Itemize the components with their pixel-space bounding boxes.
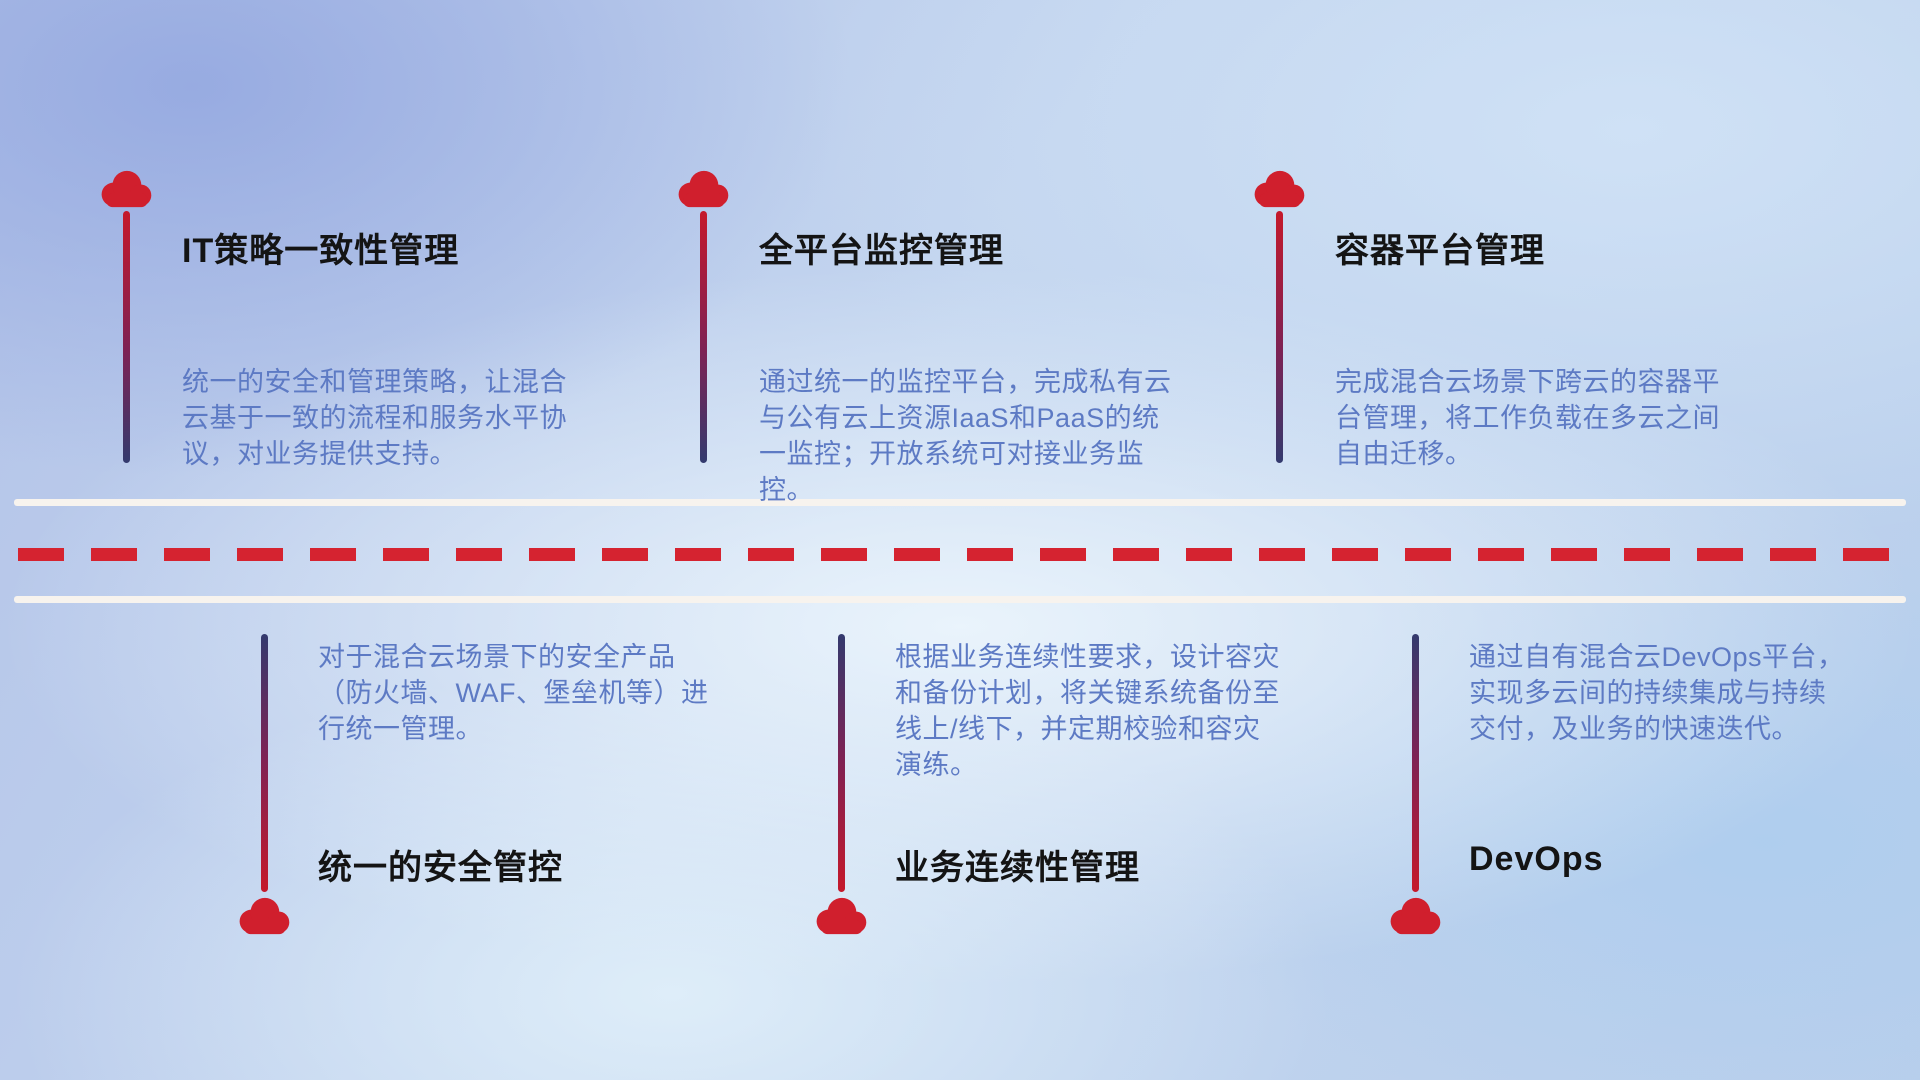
connector-stem xyxy=(261,634,268,892)
feature-description: 通过自有混合云DevOps平台，实现多云间的持续集成与持续交付，及业务的快速迭代… xyxy=(1469,642,1845,744)
feature-description: 完成混合云场景下跨云的容器平台管理，将工作负载在多云之间自由迁移。 xyxy=(1335,367,1720,469)
feature-title: 业务连续性管理 xyxy=(895,849,1140,887)
connector-stem xyxy=(1412,634,1419,892)
feature-description: 根据业务连续性要求，设计容灾和备份计划，将关键系统备份至线上/线下，并定期校验和… xyxy=(895,642,1280,780)
feature-title: DevOps xyxy=(1469,840,1604,878)
feature-description: 统一的安全和管理策略，让混合云基于一致的流程和服务水平协议，对业务提供支持。 xyxy=(182,367,567,469)
connector-stem xyxy=(123,211,130,463)
road-dashed-divider xyxy=(18,548,1906,561)
feature-title: 统一的安全管控 xyxy=(318,849,563,887)
road-top-line xyxy=(14,499,1906,506)
cloud-icon xyxy=(678,170,729,208)
feature-title: IT策略一致性管理 xyxy=(182,232,460,270)
connector-stem xyxy=(838,634,845,892)
connector-stem xyxy=(1276,211,1283,463)
cloud-icon xyxy=(239,897,290,935)
cloud-icon xyxy=(1390,897,1441,935)
feature-description: 通过统一的监控平台，完成私有云与公有云上资源IaaS和PaaS的统一监控；开放系… xyxy=(759,367,1172,505)
cloud-icon xyxy=(1254,170,1305,208)
cloud-icon xyxy=(101,170,152,208)
feature-description: 对于混合云场景下的安全产品（防火墙、WAF、堡垒机等）进行统一管理。 xyxy=(318,642,709,744)
feature-title: 全平台监控管理 xyxy=(759,232,1004,270)
feature-title: 容器平台管理 xyxy=(1335,232,1545,270)
road-bottom-line xyxy=(14,596,1906,603)
cloud-icon xyxy=(816,897,867,935)
connector-stem xyxy=(700,211,707,463)
